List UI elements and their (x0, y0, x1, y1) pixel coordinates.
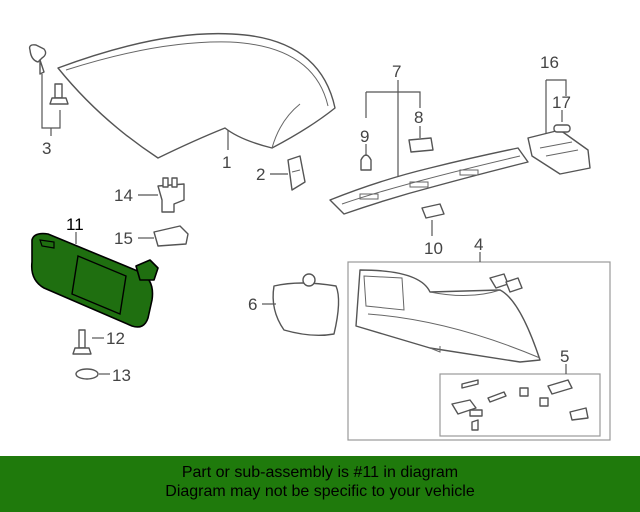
banner-line-disclaimer: Diagram may not be specific to your vehi… (165, 483, 475, 500)
callout-6: 6 (248, 295, 257, 314)
callout-14: 14 (114, 186, 133, 205)
part-16-lamp[interactable] (527, 129, 591, 175)
callout-8: 8 (414, 108, 423, 127)
callout-9: 9 (360, 127, 369, 146)
banner-line-part: Part or sub-assembly is #11 in diagram (181, 464, 459, 481)
part-6-cover[interactable] (272, 273, 340, 337)
part-17-bulb[interactable] (553, 124, 571, 133)
callout-3: 3 (42, 139, 51, 158)
part-15-clip[interactable] (153, 225, 189, 247)
part-9-bulb[interactable] (360, 154, 372, 171)
part-11-sun-visor[interactable] (30, 232, 159, 328)
callout-12: 12 (106, 329, 125, 348)
callout-17: 17 (552, 93, 571, 112)
info-banner: Part or sub-assembly is #11 in diagram D… (0, 456, 640, 512)
part-13-cap[interactable] (75, 368, 99, 380)
callout-5: 5 (560, 347, 569, 366)
part-2-clip[interactable] (287, 155, 306, 191)
callout-16: 16 (540, 53, 559, 72)
callout-11: 11 (66, 215, 84, 234)
part-5-parts-kit[interactable] (439, 373, 601, 437)
part-7-console[interactable] (329, 147, 529, 215)
callout-15: 15 (114, 229, 133, 248)
callout-7: 7 (392, 62, 401, 81)
part-10-clip[interactable] (421, 203, 445, 219)
part-4-assembly-box[interactable] (347, 261, 611, 441)
callout-4: 4 (474, 235, 483, 254)
parts-diagram: 3 1 2 14 15 11 12 (28, 32, 611, 441)
callout-10: 10 (424, 239, 443, 258)
callout-1: 1 (222, 153, 231, 172)
callout-2: 2 (256, 165, 265, 184)
part-3-fasteners[interactable] (28, 44, 69, 136)
part-12-screw[interactable] (72, 329, 92, 355)
callout-13: 13 (112, 366, 131, 385)
part-14-bracket[interactable] (157, 177, 185, 213)
part-1-roof-panel[interactable] (57, 32, 336, 159)
part-8-lens[interactable] (408, 137, 434, 153)
